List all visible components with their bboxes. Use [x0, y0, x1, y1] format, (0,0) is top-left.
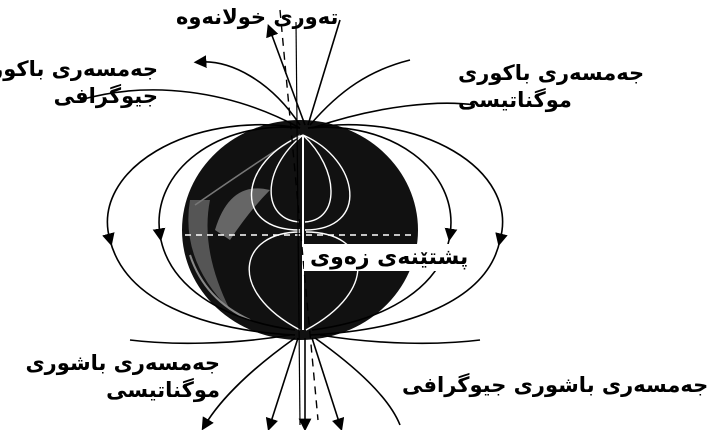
magnetic-south-line2: موگناتیسی	[10, 377, 220, 404]
magnetic-south-line1: جەمسەری باشوری	[10, 350, 220, 377]
geographic-north-line2: جیوگرافی	[8, 83, 158, 110]
magnetic-south-label: جەمسەری باشوری موگناتیسی	[10, 350, 220, 404]
earth-axis-label: تەوری خولانەوە	[176, 4, 338, 31]
geographic-north-line1: جەمسەری باکوری	[8, 56, 158, 83]
geographic-north-label: جەمسەری باکوری جیوگرافی	[8, 56, 158, 110]
magnetic-north-line2: موگناتیسی	[458, 87, 658, 114]
magnetic-north-label: جەمسەری باکوری موگناتیسی	[458, 60, 658, 114]
earth-core-label: پشتێنەی زەوی	[304, 244, 474, 271]
magnetic-north-line1: جەمسەری باکوری	[458, 60, 658, 87]
geographic-south-label: جەمسەری باشوری جیوگرافی	[402, 372, 707, 399]
